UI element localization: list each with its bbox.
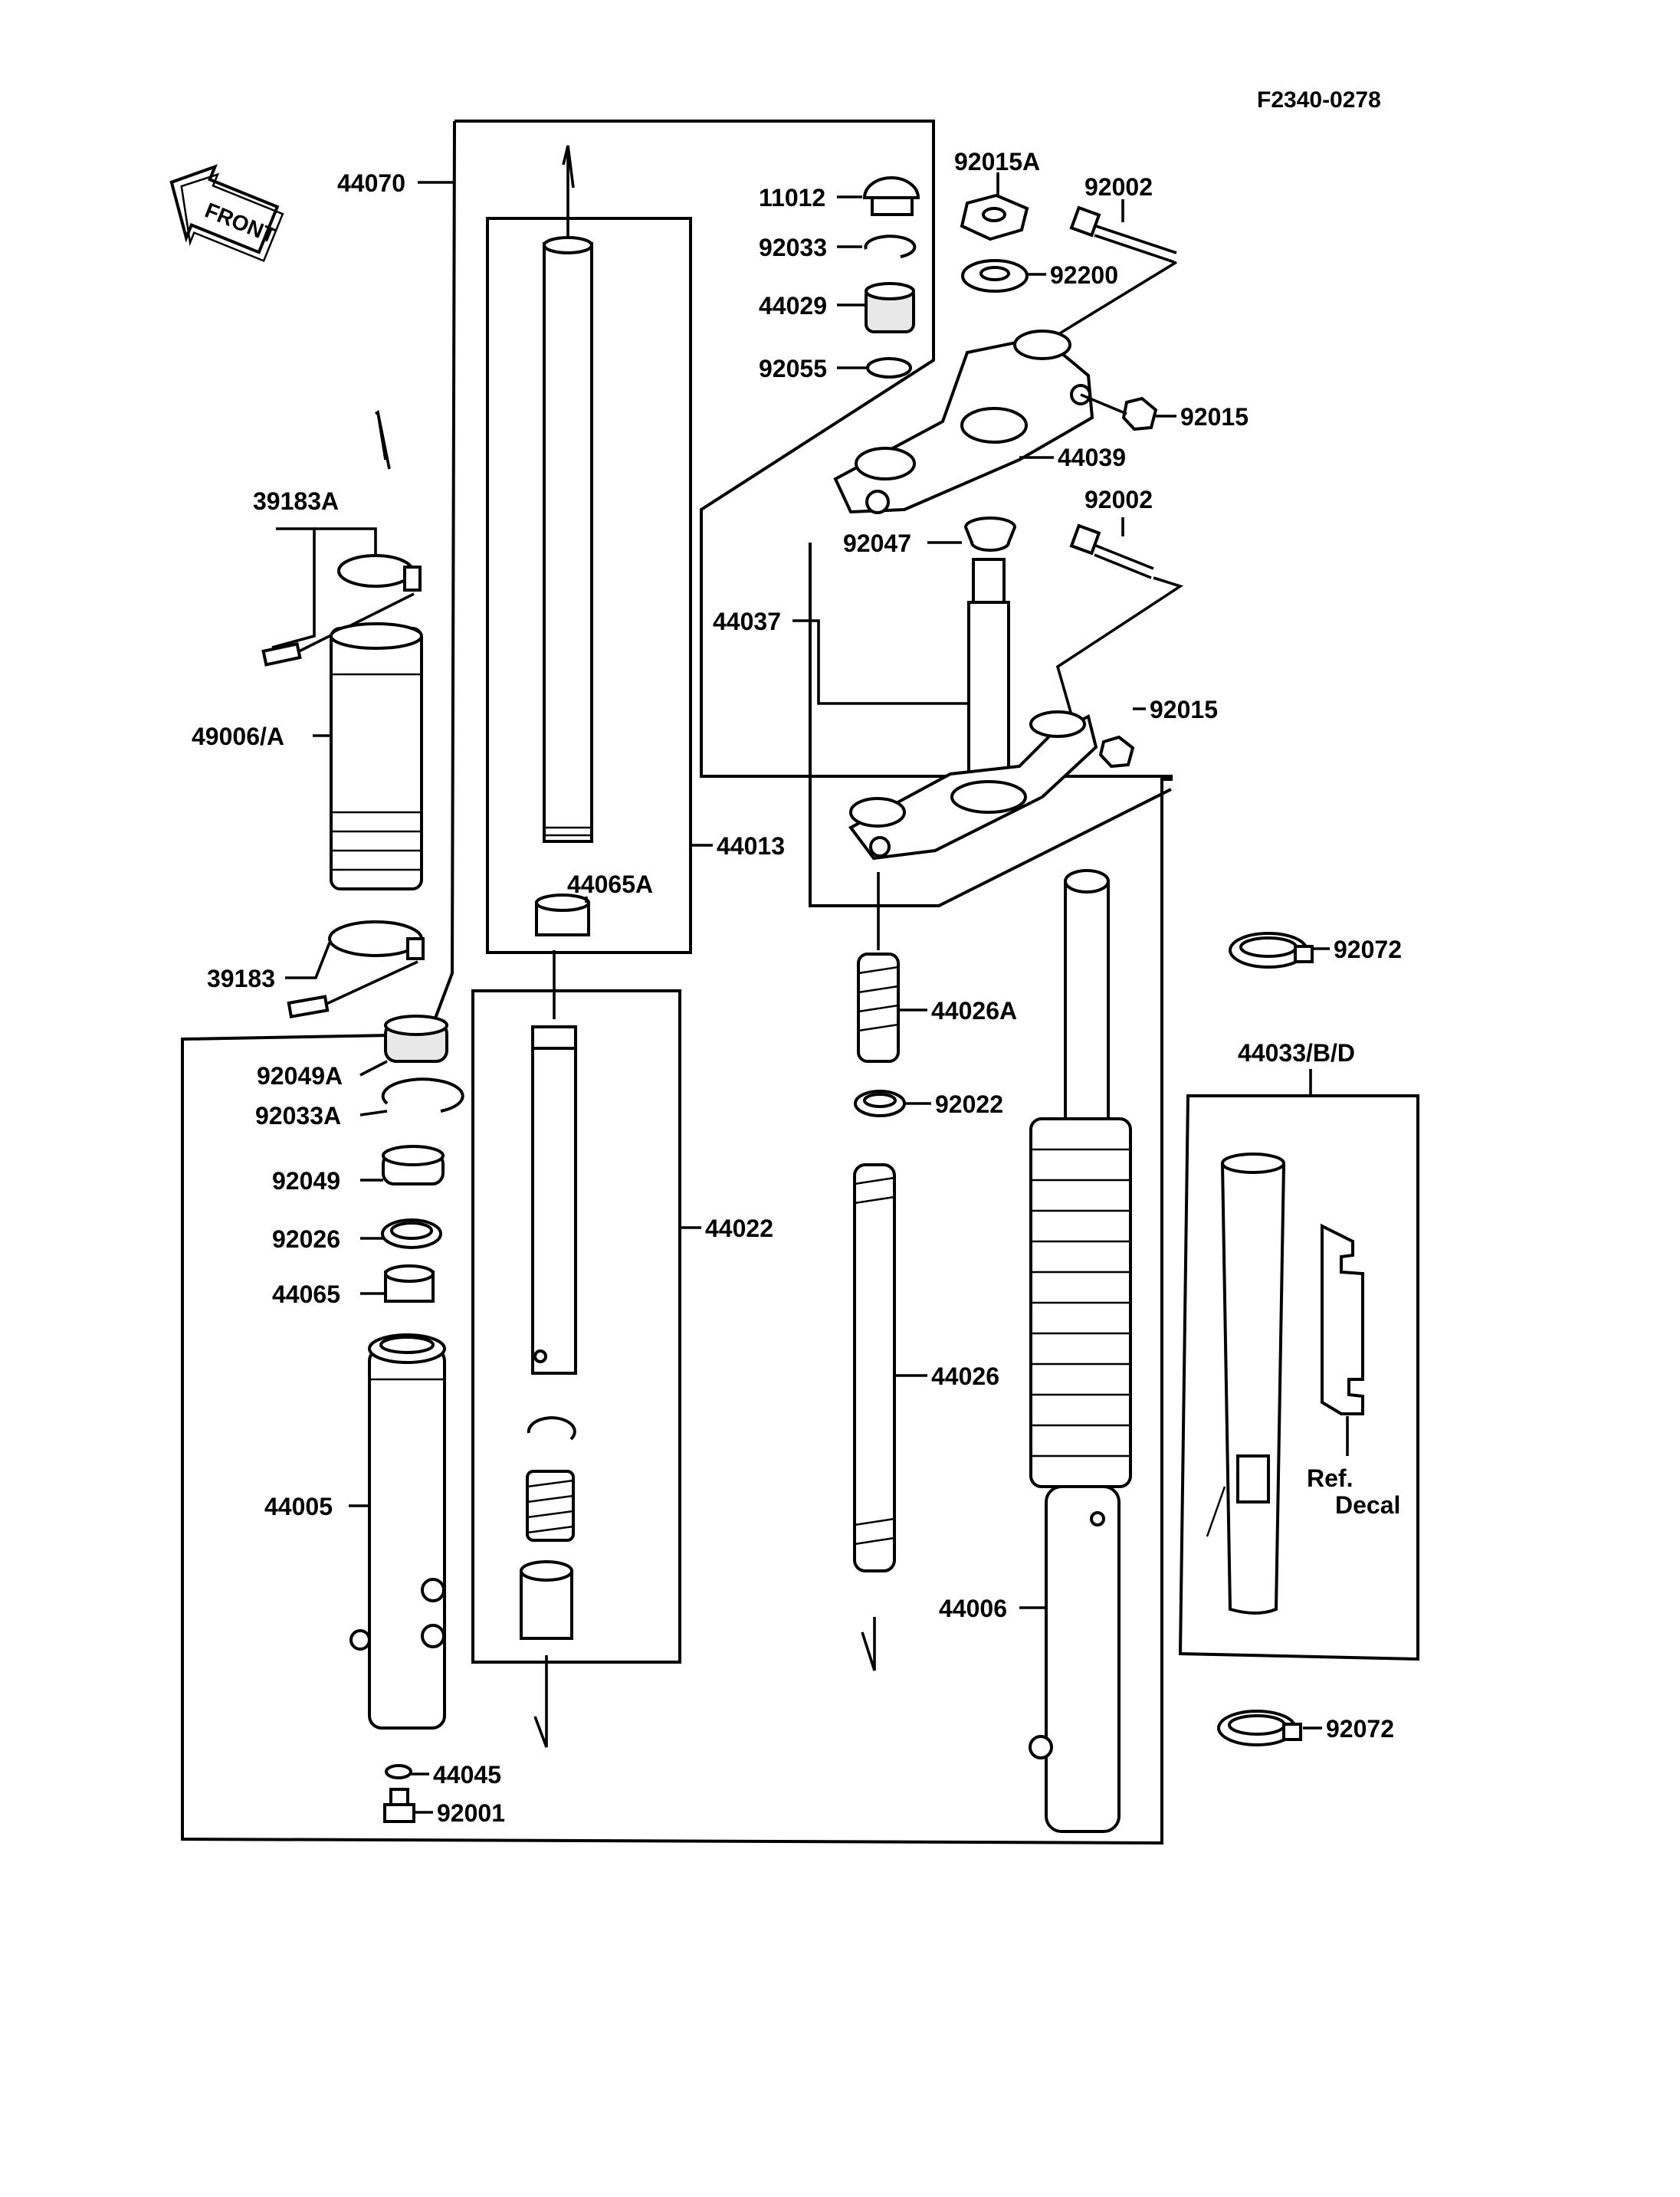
clamp-39183 — [287, 920, 425, 1019]
seal-92049 — [382, 1145, 445, 1185]
bearing-92047 — [963, 516, 1017, 552]
plug-44029 — [865, 282, 915, 333]
washer-92200 — [961, 259, 1029, 293]
circlip-92033A — [381, 1077, 464, 1113]
label-92072-upper: 92072 — [1334, 936, 1402, 963]
circlip-small — [527, 1416, 576, 1441]
front-direction-arrow-icon: FRONT — [169, 164, 284, 262]
label-44022: 44022 — [705, 1215, 773, 1242]
label-92015A: 92015A — [954, 148, 1040, 175]
label-92033A: 92033A — [255, 1102, 341, 1130]
clamp-92072-upper — [1229, 932, 1314, 969]
steering-stem-44037 — [848, 558, 1098, 861]
label-92072-lower: 92072 — [1326, 1715, 1394, 1743]
clamp-92072-lower — [1217, 1710, 1302, 1746]
label-92049: 92049 — [272, 1167, 340, 1195]
label-92200: 92200 — [1050, 261, 1118, 289]
group-box-44022 — [471, 989, 681, 1664]
label-92001: 92001 — [437, 1799, 505, 1827]
decal-icon — [1321, 1223, 1364, 1456]
nut-92015-lower — [1098, 735, 1135, 769]
label-92015-upper: 92015 — [1180, 403, 1249, 431]
nut-line-upper — [1080, 393, 1127, 415]
label-44029: 44029 — [759, 292, 827, 320]
washer-92022 — [854, 1090, 906, 1117]
bolt-92002-upper — [1069, 205, 1177, 264]
bolt-92002-lower — [1055, 523, 1184, 721]
gasket-44045 — [385, 1764, 412, 1779]
bushing-44065 — [384, 1264, 435, 1303]
nut-92015A — [960, 193, 1029, 241]
axis-line-bottom — [533, 1655, 548, 1748]
upper-bracket-44039 — [833, 330, 1094, 514]
circlip-92033 — [864, 234, 917, 258]
group-box-44013 — [486, 217, 692, 954]
outer-tube-44005 — [349, 1333, 446, 1730]
label-92047: 92047 — [843, 530, 911, 557]
label-44039: 44039 — [1058, 444, 1126, 471]
label-92015-lower: 92015 — [1150, 696, 1218, 723]
label-44026A: 44026A — [931, 997, 1017, 1025]
label-44026: 44026 — [931, 1362, 999, 1390]
label-44065A: 44065A — [567, 871, 653, 898]
label-44005: 44005 — [264, 1493, 333, 1520]
inner-tube-44013 — [543, 145, 593, 843]
label-11012: 11012 — [759, 184, 825, 212]
label-39183A: 39183A — [253, 487, 339, 515]
oil-lock-piece — [520, 1560, 573, 1640]
label-92055: 92055 — [759, 355, 827, 382]
label-92049A: 92049A — [257, 1062, 343, 1090]
o-ring-92055 — [866, 357, 912, 379]
label-44037: 44037 — [713, 608, 781, 635]
oil-seal-92049A — [384, 1015, 448, 1063]
group-box-44033 — [1178, 1094, 1419, 1661]
bushing-44065A — [535, 894, 590, 936]
nut-92015-upper — [1121, 396, 1158, 431]
fork-leg-44006 — [1029, 869, 1132, 1833]
label-92002-upper: 92002 — [1084, 173, 1153, 201]
washer-92026 — [381, 1218, 442, 1249]
label-44033: 44033/B/D — [1238, 1039, 1355, 1067]
label-44045: 44045 — [433, 1761, 501, 1789]
fork-guard-44033 — [1206, 1153, 1286, 1615]
label-44006: 44006 — [939, 1595, 1007, 1622]
diagram-code: F2340-0278 — [1257, 87, 1381, 113]
part-labels: 44070 11012 92015A 92002 92033 92200 440… — [192, 148, 1402, 1827]
stem-bracket-outline — [809, 543, 1172, 907]
label-92022: 92022 — [935, 1090, 1003, 1118]
bolt-92001 — [383, 1788, 415, 1823]
label-44070: 44070 — [337, 169, 405, 197]
cap-11012 — [862, 176, 920, 216]
spring-44026A — [857, 872, 900, 1063]
spring-44026 — [853, 1163, 896, 1671]
rebound-spring — [526, 1470, 575, 1542]
label-49006A: 49006/A — [192, 723, 284, 750]
label-44013: 44013 — [717, 832, 785, 860]
label-92026: 92026 — [272, 1225, 340, 1253]
label-44065: 44065 — [272, 1280, 340, 1308]
cylinder-44022 — [531, 950, 577, 1375]
label-92033: 92033 — [759, 234, 827, 261]
label-92002-lower: 92002 — [1084, 486, 1153, 513]
ref-note-line1: Ref. — [1307, 1464, 1353, 1492]
label-39183: 39183 — [207, 965, 275, 992]
ref-note-line2: Decal — [1335, 1491, 1400, 1519]
dust-boot-49006A — [330, 622, 423, 890]
leader-lines — [271, 172, 1330, 1814]
